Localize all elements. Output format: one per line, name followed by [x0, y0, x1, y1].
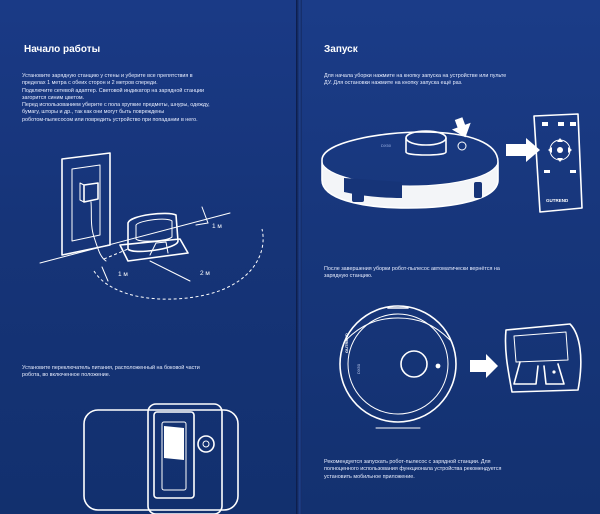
rocker-switch-on: [164, 426, 184, 460]
remote-control: [533, 113, 583, 213]
charging-station-top: [504, 323, 582, 393]
start-line: Для начала уборки нажмите на кнопку запу…: [324, 73, 507, 79]
power-switch-illustration: [83, 403, 239, 514]
robot-side-panel: [83, 409, 239, 511]
dimension-label-side-right: 1 м: [212, 223, 222, 230]
start-line: ДУ. Для остановки нажмите на кнопку запу…: [324, 80, 463, 87]
start-paragraph: Для начала уборки нажмите на кнопку запу…: [324, 73, 506, 88]
arrow-right-icon: [506, 138, 540, 162]
start-button-icon: [457, 141, 467, 151]
setup-line: бумагу, шторы и др., так как они могут б…: [22, 109, 165, 116]
station-base: [119, 238, 189, 262]
switch-line: Установите переключатель питания, распол…: [22, 365, 200, 371]
station-placement-illustration: [39, 152, 264, 300]
robot-top-body: [339, 305, 457, 423]
switch-paragraph: Установите переключатель питания, распол…: [22, 365, 200, 380]
recommend-line: установить мобильное приложение.: [324, 473, 415, 480]
switch-housing: [153, 411, 195, 499]
right-page: Запуск Для начала уборки нажмите на кноп…: [302, 0, 600, 514]
page-fold: [296, 0, 304, 514]
robot-top-brand: GUTREND: [344, 333, 349, 353]
left-page-title: Начало работы: [24, 44, 101, 55]
right-page-title: Запуск: [324, 44, 358, 55]
setup-line: Установите зарядную станцию у стены и уб…: [22, 73, 193, 79]
setup-line: Подключите сетевой адаптер. Световой инд…: [22, 87, 205, 94]
dimension-label-front: 2 м: [200, 270, 210, 277]
setup-line: Перед использованием уберите с пола хруп…: [22, 102, 210, 109]
left-page: Начало работы Установите зарядную станци…: [0, 0, 298, 514]
power-cord: [90, 201, 107, 262]
robot-bumper-sensor: [352, 188, 364, 202]
dimension-label-side-left: 1 м: [118, 271, 128, 278]
recommend-line: полноценного использования функционала у…: [324, 466, 502, 473]
remote-brand-text: GUTREND: [546, 198, 569, 203]
dc-socket-icon: [197, 435, 215, 453]
start-illustration: [321, 113, 583, 213]
setup-line: роботом-пылесосом или повредить устройст…: [22, 116, 198, 123]
return-illustration: [339, 305, 582, 429]
arrow-down-icon: [451, 117, 471, 138]
robot-button-icon: [435, 363, 441, 369]
setup-line: загорится синим цветом.: [22, 94, 85, 101]
return-line: После завершения уборки робот-пылесос ав…: [324, 266, 500, 272]
charging-station: [127, 212, 179, 253]
robot-lidar-top: [400, 350, 428, 378]
return-line: зарядную станцию.: [324, 273, 373, 280]
switch-line: робота, во включенное положение.: [22, 372, 111, 379]
wall-outlet-plate: [61, 152, 111, 256]
arrow-right-return-icon: [470, 354, 498, 378]
setup-line: пределах 1 метра с обеих сторон и 2 метр…: [22, 80, 158, 87]
clearance-arc: [93, 228, 264, 300]
power-adapter: [83, 182, 99, 203]
lidar-top: [405, 130, 447, 146]
remote-start-button: [557, 147, 563, 153]
return-paragraph: После завершения уборки робот-пылесос ав…: [324, 266, 500, 281]
robot-top-model: DX50: [356, 363, 361, 374]
setup-paragraph: Установите зарядную станцию у стены и уб…: [22, 73, 210, 124]
wall-floor-line: [39, 212, 231, 264]
robot-model-text: DX50: [381, 143, 392, 148]
recommend-line: Рекомендуется запускать робот-пылесос с …: [324, 459, 491, 465]
recommend-paragraph: Рекомендуется запускать робот-пылесос с …: [324, 459, 501, 481]
wall-plate-inner: [71, 164, 101, 242]
